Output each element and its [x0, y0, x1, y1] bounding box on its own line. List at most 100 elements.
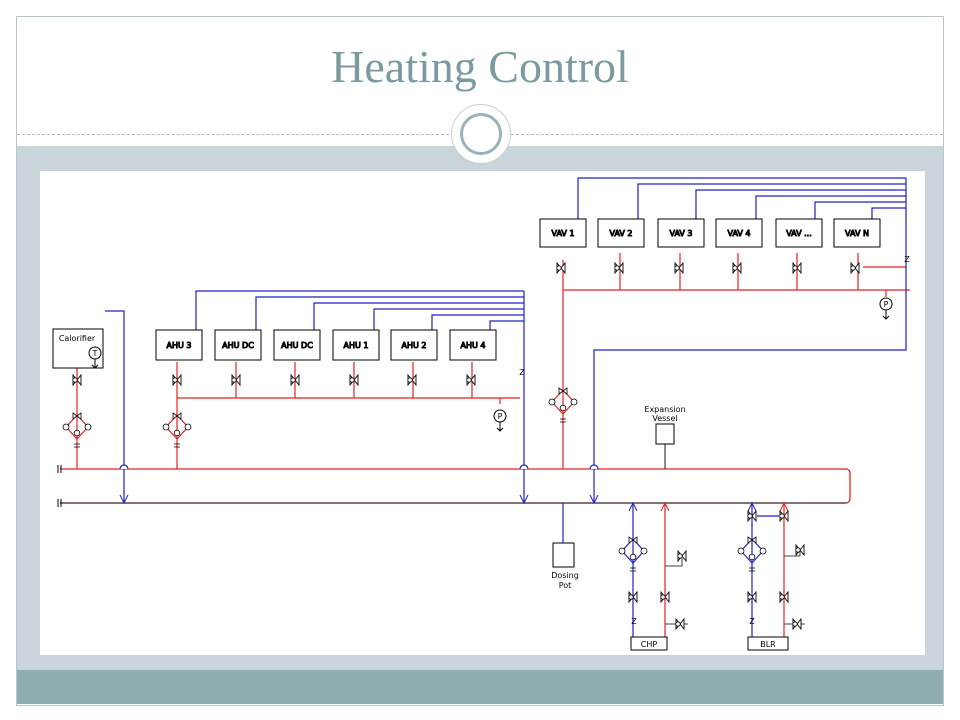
ahu-pressure-sensor-arrow-icon — [496, 422, 504, 432]
ahu-unit-4-box — [332, 329, 380, 361]
ahu-6-actuator-icon — [466, 377, 472, 383]
vav-2-actuator-icon — [614, 265, 620, 271]
chp-pump-loop — [621, 538, 645, 564]
blr-bypass-a-actuator-icon — [747, 513, 753, 519]
ahu-unit-3-box — [273, 329, 321, 361]
vav-unit-1-label: VAV 1 — [551, 229, 574, 238]
blr-pump-a-icon — [737, 547, 745, 555]
expansion-vessel-box — [655, 423, 675, 445]
vav-strainer-mark: Z — [904, 255, 910, 264]
vav-check-valve-icon — [559, 404, 567, 412]
ahu-3-actuator-icon — [290, 377, 296, 383]
calorifier-union-icon — [74, 443, 80, 448]
vav-6-actuator-icon — [850, 265, 856, 271]
chp-vent-actuator-icon — [677, 553, 683, 559]
chp-strainer-mark: Z — [631, 617, 637, 626]
chp-union-icon — [630, 567, 636, 572]
blr-pump-b-icon — [759, 547, 767, 555]
ahu-strainer-mark: Z — [519, 368, 525, 377]
chp-pump-a-icon — [618, 547, 626, 555]
ahu-2-actuator-icon — [231, 377, 237, 383]
footer-bar — [17, 670, 943, 704]
chp-flow-actuator-icon — [660, 594, 666, 600]
ahu-pressure-label: P — [498, 412, 503, 421]
vav-unit-5-box — [775, 218, 823, 248]
vav-3-actuator-icon — [674, 265, 680, 271]
vav-unit-2-label: VAV 2 — [609, 229, 632, 238]
vav-unit-6-label: VAV N — [845, 229, 869, 238]
ahu-unit-2-box — [214, 329, 262, 361]
ahu-unit-6-label: AHU 4 — [461, 341, 486, 350]
ahu-unit-1-label: AHU 3 — [167, 341, 192, 350]
blr-pump-loop — [740, 538, 764, 564]
calorifier-actuator-icon — [72, 377, 78, 383]
vav-pressure-label: P — [884, 300, 889, 309]
ahu-unit-4-label: AHU 1 — [344, 341, 369, 350]
calorifier-isolating-valve-icon — [72, 412, 82, 420]
ahu-unit-5-box — [390, 329, 438, 361]
vav-unit-2-box — [597, 218, 645, 248]
heating-schematic: VAV 1 VAV 2 VAV 3 VAV 4 VAV ... VAV N AHU 3 AHU… — [40, 171, 925, 655]
blr-flow-actuator-icon — [779, 594, 785, 600]
chp-check-valve-icon — [629, 553, 637, 561]
vav-1-actuator-icon — [556, 265, 562, 271]
chp-isolating-valve-icon — [628, 536, 638, 544]
vav-pump-b-icon — [570, 398, 578, 406]
vav-union-icon — [560, 418, 566, 423]
ahu-pump-loop — [165, 414, 189, 440]
ahu-unit-1-box — [155, 329, 203, 361]
slide-frame — [16, 16, 944, 706]
blr-return-actuator-icon — [747, 594, 753, 600]
ahu-unit-6-box — [449, 329, 497, 361]
vav-unit-4-label: VAV 4 — [727, 229, 750, 238]
calorifier-pump-a-icon — [62, 423, 70, 431]
vav-4-actuator-icon — [732, 265, 738, 271]
calorifier-pump-b-icon — [84, 423, 92, 431]
calorifier-pump-loop — [65, 414, 89, 440]
vav-unit-3-box — [657, 218, 705, 248]
ahu-1-actuator-icon — [172, 377, 178, 383]
boiler-strainer-mark: Z — [749, 617, 755, 626]
blr-drain-actuator-icon — [792, 621, 798, 627]
blr-check-valve-icon — [748, 553, 756, 561]
calorifier-check-valve-icon — [73, 429, 81, 437]
ahu-union-icon — [174, 443, 180, 448]
vav-unit-6-box — [833, 218, 881, 248]
vav-pressure-sensor-arrow-icon — [882, 310, 890, 320]
ahu-unit-5-label: AHU 2 — [402, 341, 427, 350]
vav-unit-5-label: VAV ... — [786, 229, 812, 238]
chp-return-actuator-icon — [628, 594, 634, 600]
slide-title: Heating Control — [331, 41, 629, 92]
vav-unit-3-label: VAV 3 — [669, 229, 692, 238]
boiler-box — [747, 636, 789, 651]
dosing-pot-box — [552, 542, 575, 568]
ahu-check-valve-icon — [173, 429, 181, 437]
dosing-pot-label-2: Pot — [559, 581, 572, 590]
blr-isolating-valve-icon — [747, 536, 757, 544]
expansion-vessel-label-2: Vessel — [652, 414, 677, 423]
ahu-pump-b-icon — [184, 423, 192, 431]
ahu-5-actuator-icon — [407, 377, 413, 383]
sensor-arrow-icon — [91, 359, 99, 369]
chp-drain-actuator-icon — [675, 621, 681, 627]
ahu-isolating-valve-icon — [172, 412, 182, 420]
vav-unit-4-box — [715, 218, 763, 248]
expansion-vessel-label-1: Expansion — [644, 405, 685, 414]
chp-box — [630, 636, 668, 651]
vav-5-actuator-icon — [792, 265, 798, 271]
chp-label: CHP — [641, 640, 658, 649]
vav-pump-a-icon — [548, 398, 556, 406]
chp-pump-b-icon — [640, 547, 648, 555]
ahu-unit-3-label: AHU DC — [281, 341, 313, 350]
vav-pump-loop — [551, 389, 575, 415]
blr-bypass-b-actuator-icon — [779, 513, 785, 519]
vav-isolating-valve-icon — [558, 387, 568, 395]
ahu-pump-a-icon — [162, 423, 170, 431]
blr-union-icon — [749, 567, 755, 572]
dosing-pot-label-1: Dosing — [551, 571, 579, 580]
ring-ornament-inner — [460, 113, 502, 155]
blr-vent-actuator-icon — [795, 547, 801, 553]
temperature-sensor-label: T — [92, 349, 98, 358]
ahu-unit-2-label: AHU DC — [222, 341, 254, 350]
boiler-label: BLR — [760, 640, 776, 649]
